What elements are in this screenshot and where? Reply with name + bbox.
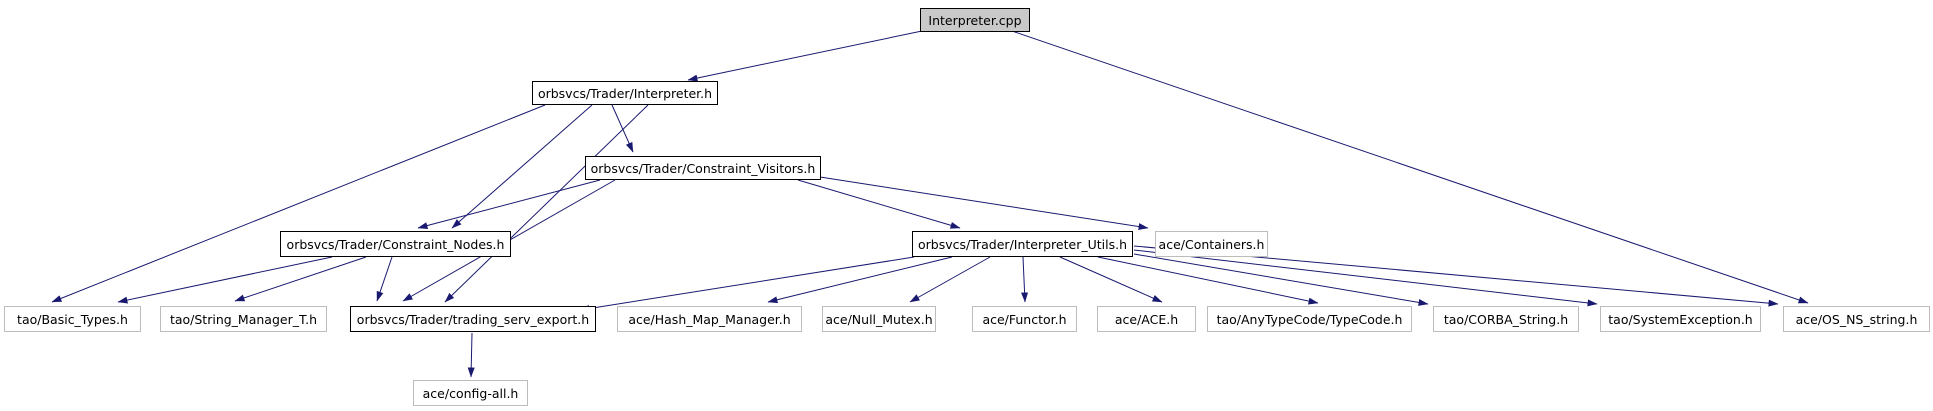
- edge-utils-null-mutex: [909, 256, 991, 303]
- edge-export-config-all: [467, 332, 475, 378]
- edge-cpp-os-ns-string: [1011, 30, 1809, 304]
- edge-utils-corba-string: [1133, 253, 1429, 306]
- edge-cpp-interpreter-h: [687, 30, 923, 82]
- edge-visitors-nodes: [417, 179, 601, 229]
- edge-utils-typecode: [1097, 256, 1319, 305]
- node-interpreter-cpp: Interpreter.cpp: [920, 8, 1030, 32]
- node-ace-config-all: ace/config-all.h: [413, 380, 528, 406]
- edge-interpreter-h-visitors: [611, 104, 634, 153]
- node-ace-ace: ace/ACE.h: [1097, 306, 1196, 332]
- edge-utils-functor: [1021, 256, 1029, 303]
- node-tao-corba-string: tao/CORBA_String.h: [1433, 306, 1579, 332]
- node-tao-system-exception: tao/SystemException.h: [1600, 306, 1761, 332]
- edge-utils-ace: [1059, 256, 1163, 303]
- edge-nodes-basic: [117, 256, 333, 304]
- node-interpreter-h[interactable]: orbsvcs/Trader/Interpreter.h: [532, 81, 718, 105]
- edge-nodes-string-manager: [234, 256, 367, 302]
- edge-nodes-export: [376, 256, 393, 302]
- edge-interpreter-h-export: [444, 104, 649, 303]
- edge-interpreter-h-basic: [51, 104, 546, 303]
- node-interpreter-utils[interactable]: orbsvcs/Trader/Interpreter_Utils.h: [912, 231, 1133, 257]
- node-tao-string-manager: tao/String_Manager_T.h: [160, 306, 327, 332]
- node-constraint-visitors[interactable]: orbsvcs/Trader/Constraint_Visitors.h: [585, 156, 821, 180]
- node-tao-typecode: tao/AnyTypeCode/TypeCode.h: [1207, 306, 1412, 332]
- node-ace-os-ns-string: ace/OS_NS_string.h: [1783, 306, 1930, 332]
- edge-utils-system-exception: [1133, 249, 1598, 307]
- edge-interpreter-h-nodes: [451, 104, 593, 229]
- node-ace-null-mutex: ace/Null_Mutex.h: [822, 306, 936, 332]
- edge-utils-hash-map: [767, 256, 953, 304]
- node-ace-hash-map-manager: ace/Hash_Map_Manager.h: [617, 306, 802, 332]
- edge-utils-export: [579, 256, 915, 312]
- node-constraint-nodes[interactable]: orbsvcs/Trader/Constraint_Nodes.h: [280, 231, 511, 257]
- node-trading-serv-export[interactable]: orbsvcs/Trader/trading_serv_export.h: [350, 306, 596, 332]
- edge-visitors-utils: [797, 179, 961, 229]
- edge-visitors-containers: [819, 176, 1149, 230]
- node-tao-basic-types: tao/Basic_Types.h: [4, 306, 141, 332]
- node-ace-functor: ace/Functor.h: [972, 306, 1077, 332]
- node-ace-containers: ace/Containers.h: [1155, 231, 1268, 257]
